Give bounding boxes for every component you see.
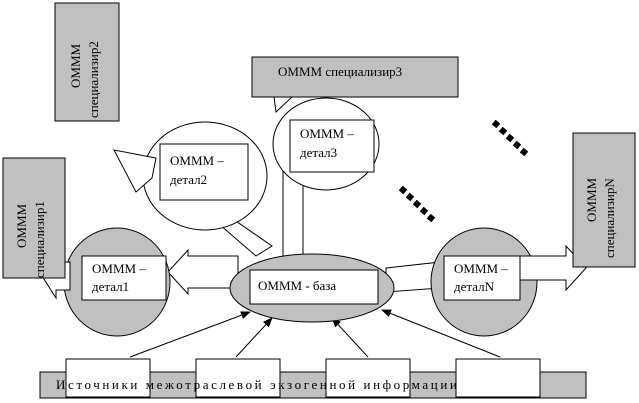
spec3-pointer (273, 96, 294, 114)
specN-box (572, 132, 636, 268)
arrow-base-to-detal1 (167, 248, 239, 296)
spec2-line1: ОМММ (68, 43, 83, 88)
base-label: ОМММ - база (258, 278, 336, 293)
detal3-box (289, 119, 375, 173)
detal2-line2: детал2 (170, 172, 207, 187)
base-label-box (249, 269, 379, 305)
detal3-line1: ОМММ – (300, 126, 354, 141)
spec2-line2: специализир2 (86, 41, 101, 118)
source-arrow-1 (129, 311, 251, 358)
source-box-1 (65, 358, 151, 398)
spec1-box (2, 157, 66, 279)
spec3-box (251, 56, 459, 98)
source-arrow-3 (331, 317, 369, 358)
detal1-box (81, 255, 167, 301)
source-arrow-4 (381, 309, 501, 358)
source-arrow-2 (235, 317, 273, 358)
spec1-line1: ОМММ (14, 203, 29, 248)
ellipsis-dots-upper (491, 119, 529, 157)
specN-line2: специализирN (602, 178, 617, 258)
source-box-3 (325, 358, 411, 398)
detal2-line1: ОМММ – (170, 153, 224, 168)
detal1-line1: ОМММ – (92, 261, 146, 276)
arrow-detalN-to-specN (519, 244, 587, 292)
spec3-label: ОМММ специализир3 (278, 64, 402, 79)
detal2-pointer (113, 149, 157, 193)
spec1-line2: специализир1 (32, 201, 47, 278)
specN-line1: ОМММ (584, 177, 599, 222)
sources-label: Источники межотраслевой экзогенной инфор… (56, 377, 459, 392)
detalN-line1: ОМММ – (454, 261, 508, 276)
detalN-line2: деталN (454, 279, 495, 294)
detalN-box (443, 255, 521, 301)
spec2-box (54, 2, 120, 122)
detal1-line2: детал1 (92, 279, 129, 294)
source-box-2 (195, 358, 281, 398)
detal3-line2: детал3 (300, 145, 337, 160)
ellipsis-dots-lower (398, 185, 436, 223)
source-box-4 (455, 358, 541, 398)
detal2-box (159, 143, 249, 201)
